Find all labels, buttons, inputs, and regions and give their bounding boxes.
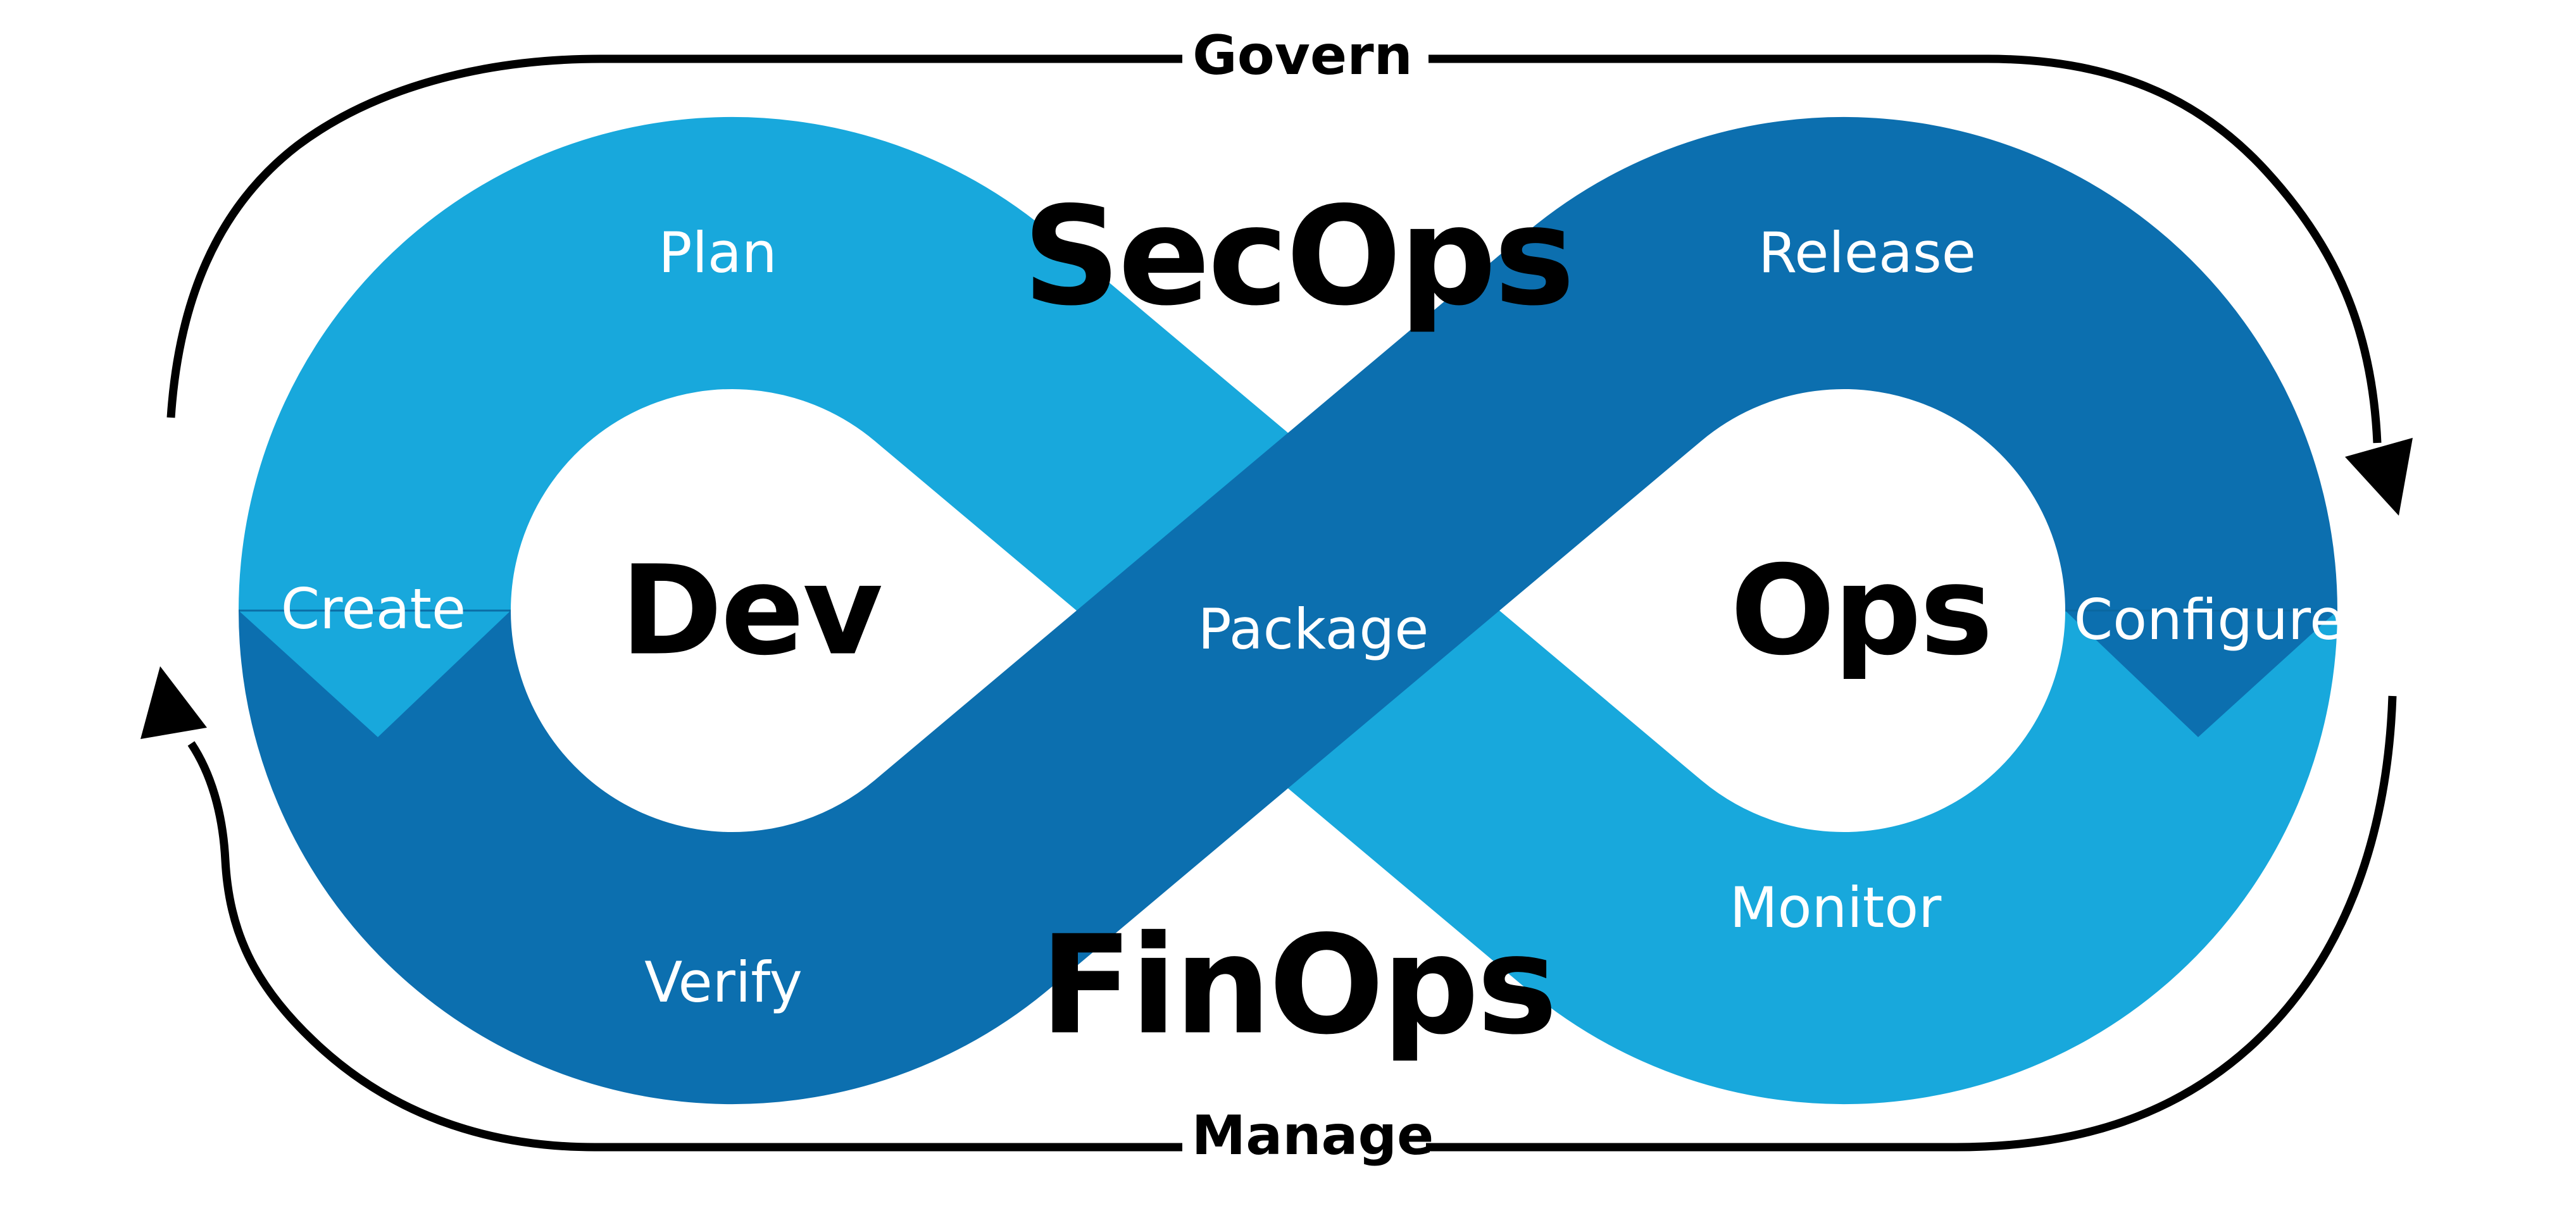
create-chevron <box>239 611 511 737</box>
configure-chevron <box>2065 611 2337 737</box>
down-arrowhead-icon <box>2345 438 2413 516</box>
ops-loop-dark-ribbon <box>239 116 2337 1105</box>
label-monitor: Monitor <box>1729 875 1942 940</box>
label-create: Create <box>280 576 466 642</box>
label-ops: Ops <box>1730 538 1993 683</box>
label-finops: FinOps <box>1039 905 1558 1065</box>
label-manage: Manage <box>1191 1104 1434 1167</box>
label-secops: SecOps <box>1022 177 1575 336</box>
label-configure: Configure <box>2073 587 2344 652</box>
manage-arc-line <box>187 695 2397 1152</box>
govern-arc-line <box>166 54 2382 444</box>
label-plan: Plan <box>658 220 777 285</box>
up-arrowhead-icon <box>141 666 207 739</box>
label-release: Release <box>1758 220 1976 285</box>
label-package: Package <box>1197 597 1429 662</box>
label-govern: Govern <box>1192 24 1413 87</box>
label-verify: Verify <box>644 950 803 1015</box>
label-dev: Dev <box>620 538 883 683</box>
